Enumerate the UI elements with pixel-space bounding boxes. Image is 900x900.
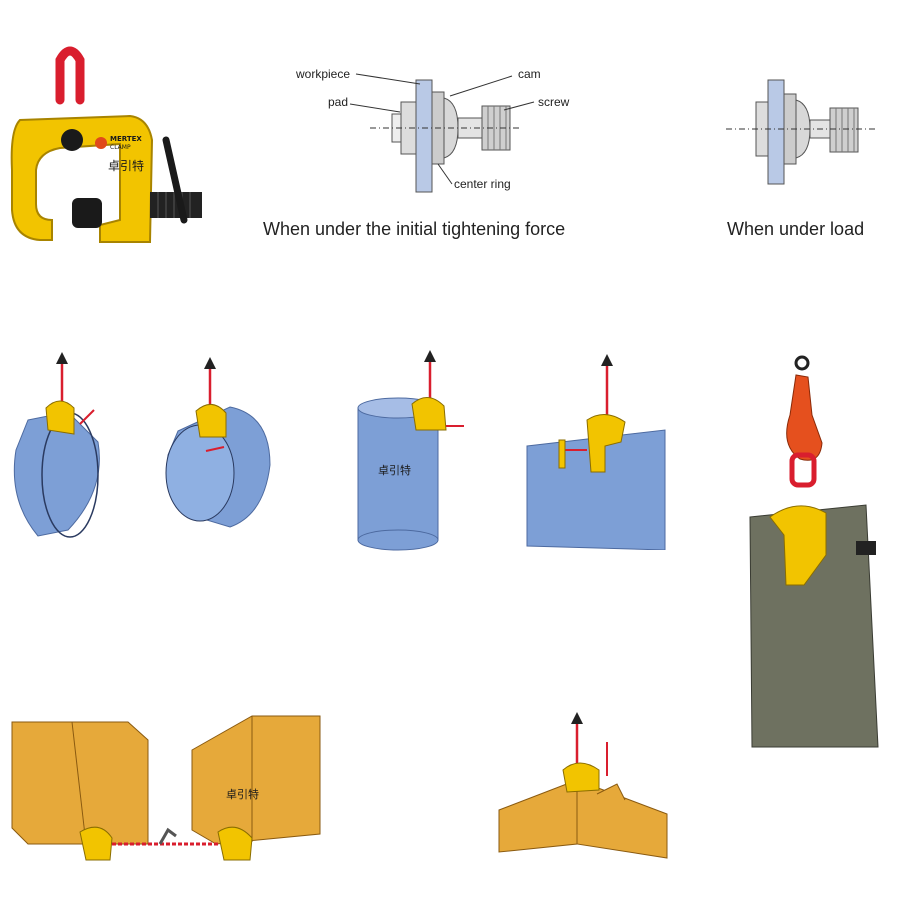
brand-watermark: 卓引特: [378, 463, 411, 477]
label-cam: cam: [518, 67, 541, 81]
lift-arrow-icon: [424, 350, 436, 362]
label-workpiece: workpiece: [295, 67, 350, 81]
label-screw: screw: [538, 95, 570, 109]
lift-arrow-icon: [571, 712, 583, 724]
app-pipe-vertical-lift: [13, 352, 100, 538]
brand-watermark: 卓引特: [108, 158, 144, 173]
label-pad: pad: [328, 95, 348, 109]
clamp-body: [10, 114, 154, 243]
pivot-bolt: [61, 129, 83, 151]
caption-initial-tightening: When under the initial tightening force: [263, 219, 566, 239]
clamp-pad: [72, 198, 102, 228]
app-i-beam-pair: 卓引特: [11, 715, 321, 861]
workpiece-plate: [415, 79, 433, 193]
logo-sub: CLAMP: [110, 144, 131, 151]
app-angled-plate: [498, 712, 668, 859]
label-center-ring: center ring: [454, 177, 511, 191]
lift-arrow-icon: [56, 352, 68, 364]
logo-icon: [95, 137, 107, 149]
caption-under-load: When under load: [727, 219, 865, 239]
app-photo-steel-plate: [749, 355, 879, 748]
app-pipe-side-lift: [165, 357, 271, 528]
mechanism-load-diagram: [726, 79, 878, 185]
brand-watermark: 卓引特: [226, 787, 259, 801]
lift-arrow-icon: [204, 357, 216, 369]
app-pipe-upright: 卓引特: [357, 350, 464, 551]
app-plate-vertical-lift: [526, 354, 666, 550]
hook-icon: [786, 374, 823, 461]
logo-text: MERTEX: [110, 135, 142, 143]
screw-handle: [162, 136, 188, 224]
red-shackle: [55, 46, 85, 105]
product-photo: MERTEX CLAMP 卓引特: [10, 46, 202, 243]
lift-arrow-icon: [601, 354, 613, 366]
mechanism-initial-diagram: workpiece pad cam screw center ring: [295, 67, 570, 193]
